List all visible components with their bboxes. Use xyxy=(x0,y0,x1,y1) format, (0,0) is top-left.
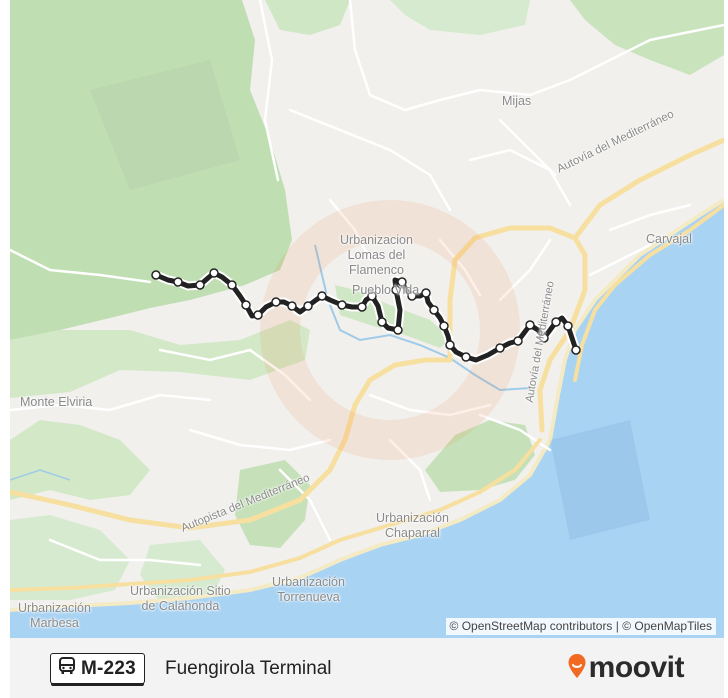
route-stop[interactable] xyxy=(571,345,581,355)
route-stop[interactable] xyxy=(461,352,471,362)
route-map[interactable]: Mijas Urbanizacion Lomas del Flamenco Pu… xyxy=(10,0,724,638)
route-stop[interactable] xyxy=(539,333,549,343)
route-stop[interactable] xyxy=(495,343,505,353)
river xyxy=(10,469,71,481)
route-stop[interactable] xyxy=(421,288,431,298)
route-stop[interactable] xyxy=(317,291,327,301)
route-stop[interactable] xyxy=(227,280,237,290)
route-stop[interactable] xyxy=(393,325,403,335)
route-stop[interactable] xyxy=(367,291,377,301)
route-stop[interactable] xyxy=(209,268,219,278)
forest-area xyxy=(390,0,530,35)
route-stop[interactable] xyxy=(525,320,535,330)
forest-area xyxy=(10,0,292,340)
route-stops xyxy=(151,268,581,362)
place-label-urbanizacion-marbesa: Urbanización Marbesa xyxy=(18,601,91,630)
route-stop[interactable] xyxy=(357,302,367,312)
route-stop[interactable] xyxy=(241,300,251,310)
route-stop[interactable] xyxy=(253,310,263,320)
place-label-monte-elviria: Monte Elviria xyxy=(20,395,93,409)
route-stop[interactable] xyxy=(439,321,449,331)
route-stop[interactable] xyxy=(407,291,417,301)
route-stop[interactable] xyxy=(173,277,183,287)
moovit-logo[interactable]: moovit xyxy=(567,651,685,684)
route-code: M-223 xyxy=(81,657,136,679)
route-stop[interactable] xyxy=(151,270,161,280)
route-badge[interactable]: M-223 xyxy=(50,653,145,684)
forest-area xyxy=(140,540,225,602)
forest-area xyxy=(570,0,724,75)
route-stop[interactable] xyxy=(337,300,347,310)
route-stop[interactable] xyxy=(445,340,455,350)
route-destination: Fuengirola Terminal xyxy=(165,658,332,679)
route-stop[interactable] xyxy=(377,317,387,327)
forest-area xyxy=(10,420,150,500)
beach xyxy=(10,198,724,612)
route-stop[interactable] xyxy=(551,317,561,327)
forest-area xyxy=(10,320,310,398)
place-label-urbanizacion-chaparral: Urbanización Chaparral xyxy=(376,511,449,540)
sea xyxy=(10,200,724,638)
place-label-pueblo-la-vida: Pueblo Vida xyxy=(352,283,420,297)
forest-area xyxy=(10,515,130,600)
route-stop[interactable] xyxy=(195,280,205,290)
street-network xyxy=(10,0,724,567)
route-footer: M-223 Fuengirola Terminal moovit xyxy=(10,638,724,698)
forest-area xyxy=(265,0,350,35)
highway-network xyxy=(10,137,724,592)
route-stop[interactable] xyxy=(513,336,523,346)
route-stop[interactable] xyxy=(563,321,573,331)
moovit-wordmark: moovit xyxy=(588,651,685,684)
route-stop[interactable] xyxy=(303,301,313,311)
moovit-watermark xyxy=(90,60,650,540)
moovit-pin-icon xyxy=(567,653,587,684)
place-label-urbanizacion-torrenueva: Urbanización Torrenueva xyxy=(272,575,345,604)
route-stop[interactable] xyxy=(271,297,281,307)
route-stop[interactable] xyxy=(397,277,407,287)
place-label-urbanizacion-lomas-del-flamenco: Urbanizacion Lomas del Flamenco xyxy=(340,233,413,277)
place-label-carvajal: Carvajal xyxy=(646,232,692,246)
route-stop[interactable] xyxy=(429,305,439,315)
map-canvas xyxy=(10,0,724,638)
river xyxy=(314,244,531,392)
place-label-mijas: Mijas xyxy=(502,94,532,108)
map-attribution[interactable]: © OpenStreetMap contributors | © OpenMap… xyxy=(445,618,716,635)
bus-icon xyxy=(57,656,77,681)
route-stop[interactable] xyxy=(391,285,401,295)
route-stop[interactable] xyxy=(287,301,297,311)
place-label-urbanizacion-sitio-de-calahonda: Urbanización Sitio de Calahonda xyxy=(130,584,231,613)
